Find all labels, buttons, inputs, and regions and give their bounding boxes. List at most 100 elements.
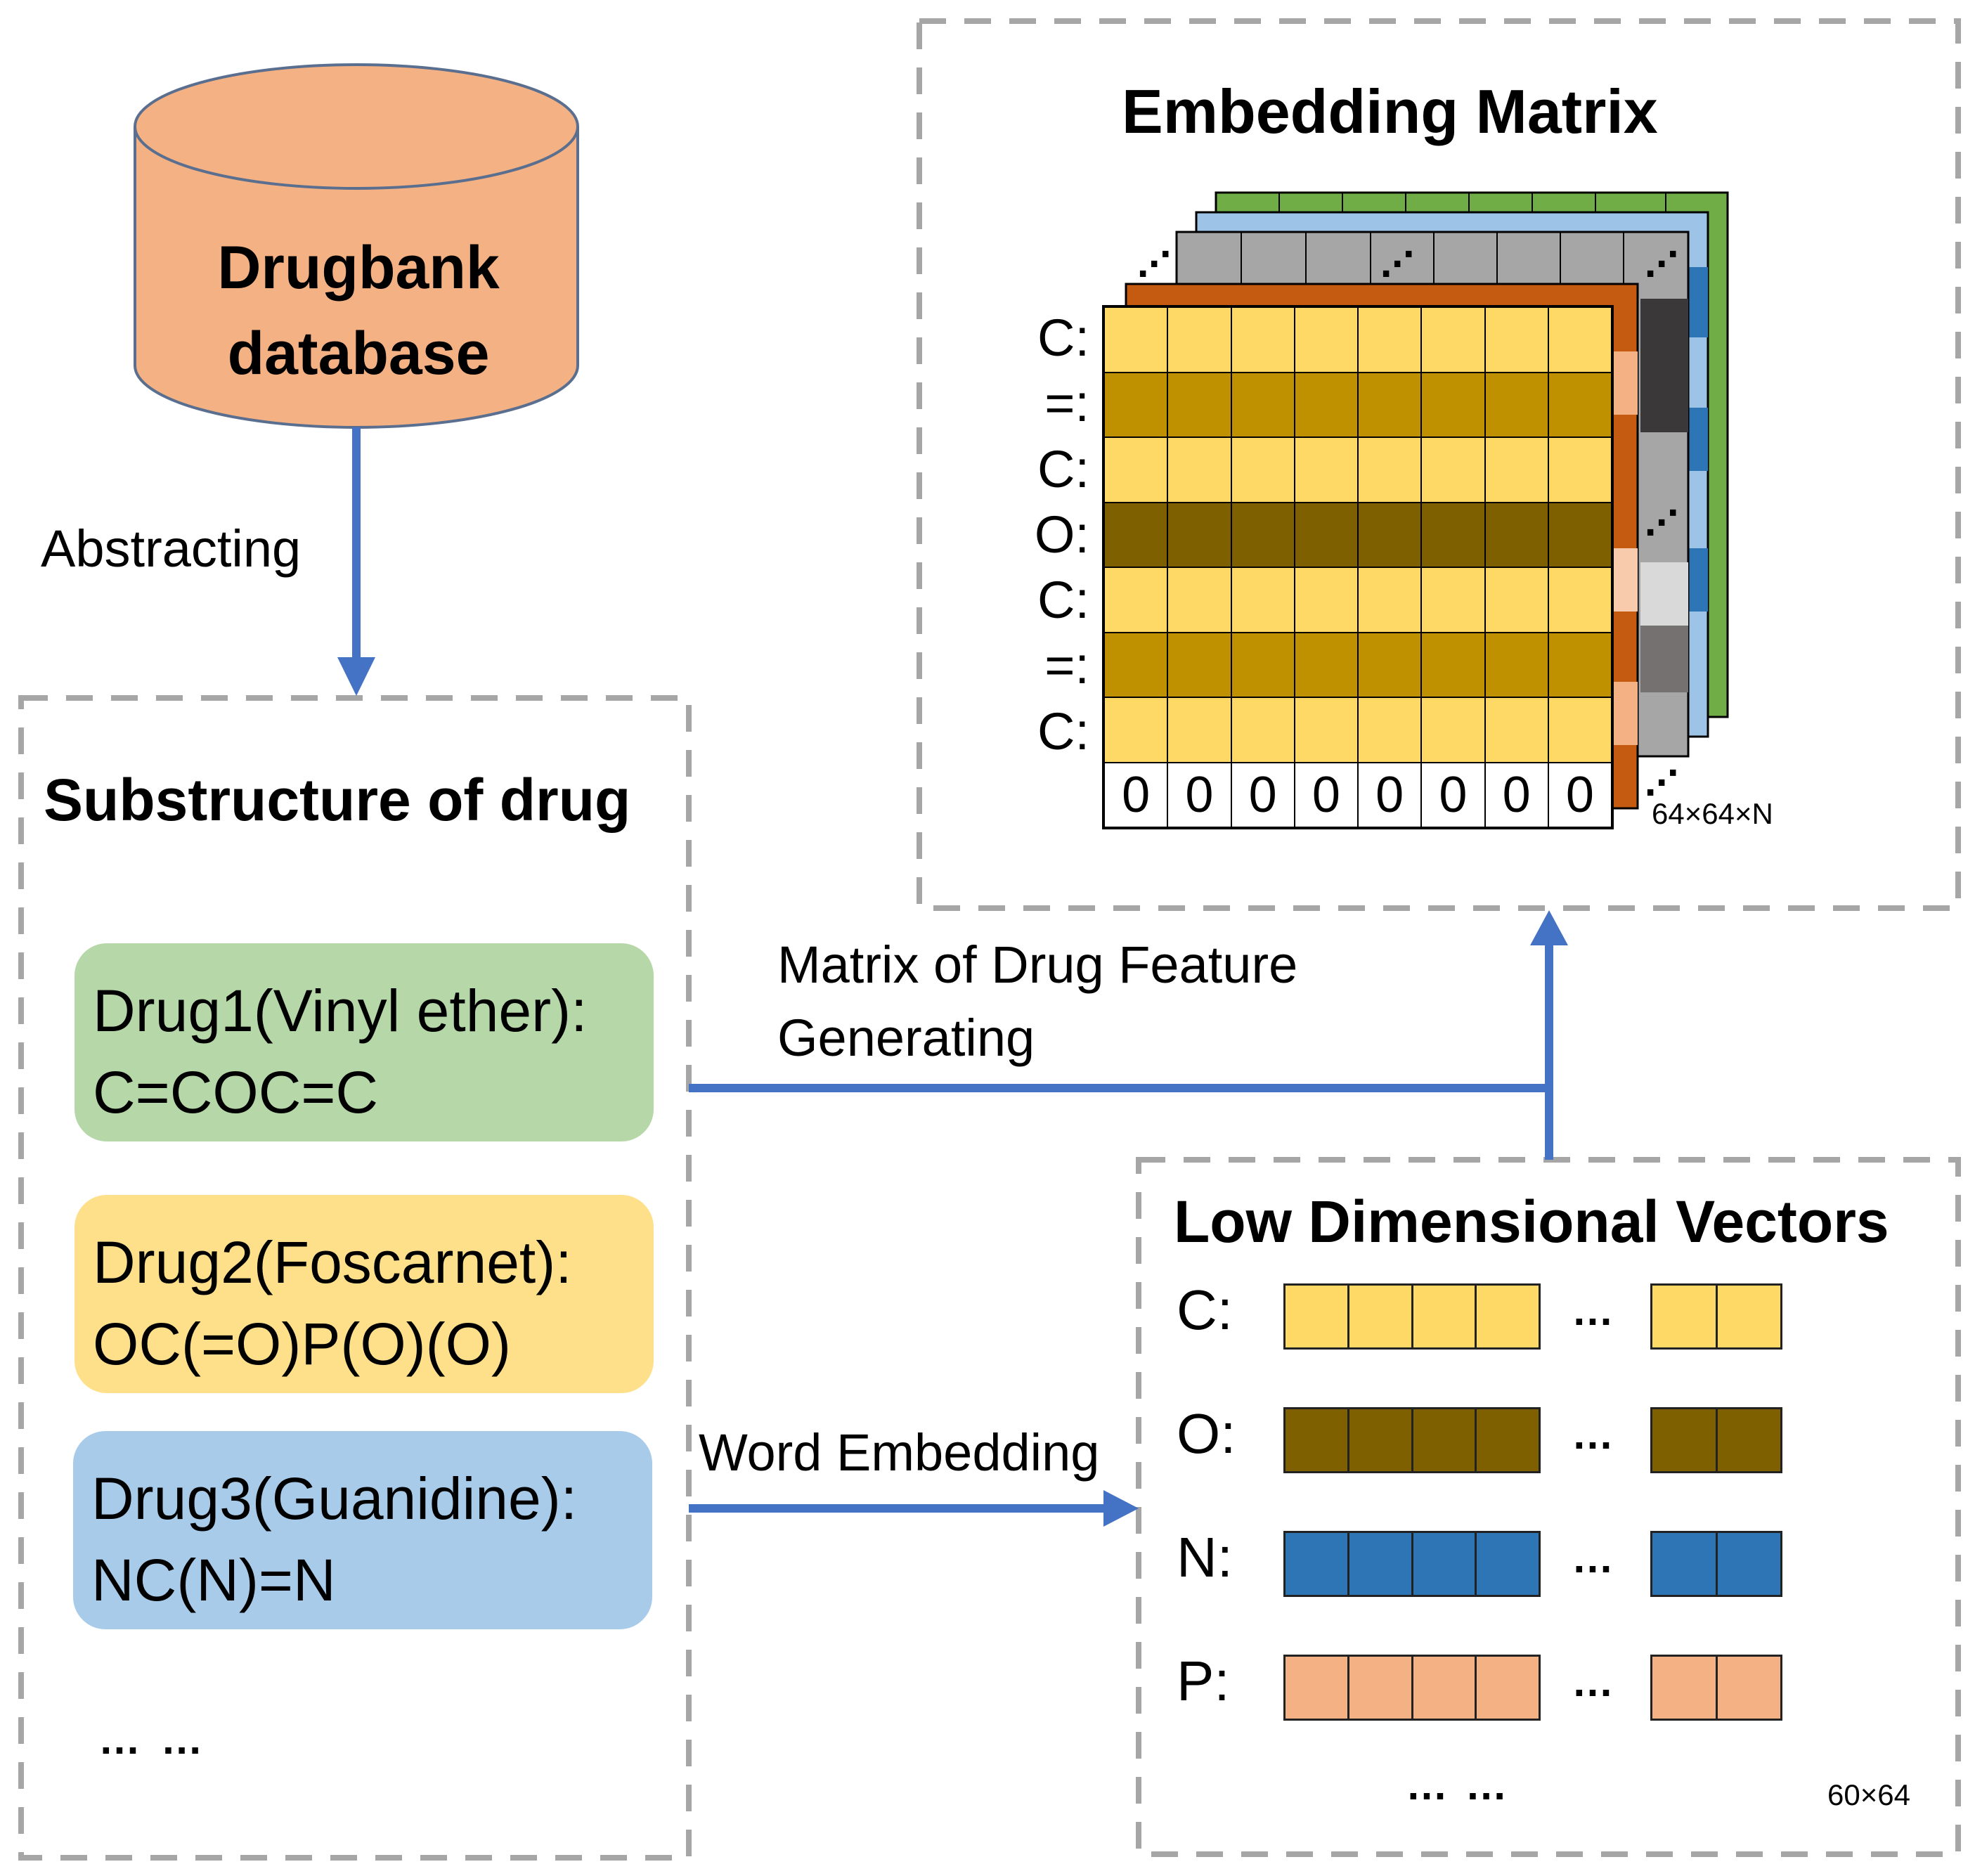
drug-card-3: Drug3(Guanidine): NC(N)=N xyxy=(73,1431,652,1629)
matrix-cell xyxy=(1231,307,1295,373)
vector-cell xyxy=(1349,1533,1413,1595)
vector-cell xyxy=(1717,1286,1780,1347)
vector-gap-ellipsis: … xyxy=(1572,1534,1617,1581)
matrix-cell xyxy=(1548,567,1612,633)
svg-text:⋰: ⋰ xyxy=(1137,246,1171,283)
matrix-padding-cell: 0 xyxy=(1104,762,1168,827)
vector-cell xyxy=(1652,1286,1718,1347)
more-drugs-ellipsis: … … xyxy=(98,1716,207,1763)
matrix-cell xyxy=(1104,697,1168,763)
matrix-cell xyxy=(1294,502,1358,567)
vector-cell xyxy=(1286,1657,1349,1719)
matrix-cell xyxy=(1294,372,1358,437)
matrix-cell xyxy=(1358,502,1422,567)
matrix-cell xyxy=(1167,567,1231,633)
vector-cell xyxy=(1477,1286,1539,1347)
matrix-cell xyxy=(1294,632,1358,697)
vector-row-label: P: xyxy=(1177,1650,1230,1712)
vector-cell xyxy=(1349,1409,1413,1471)
vector-cells-right xyxy=(1650,1531,1782,1597)
matrix-generating-label-line2: Generating xyxy=(777,1009,1035,1067)
matrix-cell xyxy=(1104,632,1168,697)
database-cylinder-icon xyxy=(134,63,579,429)
matrix-cell xyxy=(1484,437,1548,503)
matrix-cell xyxy=(1104,307,1168,373)
matrix-row-label: C: xyxy=(1037,439,1089,498)
matrix-cell xyxy=(1548,437,1612,503)
matrix-cell xyxy=(1358,632,1422,697)
matrix-cell xyxy=(1421,632,1485,697)
matrix-cell xyxy=(1104,567,1168,633)
vectors-panel-title: Low Dimensional Vectors xyxy=(1174,1189,1889,1255)
matrix-cell xyxy=(1358,567,1422,633)
vector-cells-left xyxy=(1283,1407,1541,1473)
vector-cell xyxy=(1717,1409,1780,1471)
vector-cell xyxy=(1477,1533,1539,1595)
matrix-cell xyxy=(1484,697,1548,763)
more-vectors-ellipsis: … … xyxy=(1406,1761,1510,1809)
matrix-cell xyxy=(1484,632,1548,697)
vector-cell xyxy=(1413,1657,1477,1719)
drug-name: Drug3(Guanidine): xyxy=(91,1466,578,1532)
matrix-row-label: C: xyxy=(1037,309,1089,367)
matrix-cell xyxy=(1294,697,1358,763)
drug-name: Drug2(Foscarnet): xyxy=(93,1229,572,1295)
matrix-cell xyxy=(1294,307,1358,373)
vector-cell xyxy=(1652,1533,1718,1595)
matrix-cell xyxy=(1421,697,1485,763)
vector-cells-left xyxy=(1283,1283,1541,1350)
matrix-cell xyxy=(1358,372,1422,437)
matrix-cell xyxy=(1231,567,1295,633)
vector-row-label: O: xyxy=(1177,1402,1236,1465)
matrix-padding-cell: 0 xyxy=(1231,762,1295,827)
svg-text:⋰: ⋰ xyxy=(1645,505,1678,542)
matrix-cell xyxy=(1294,437,1358,503)
vector-cell xyxy=(1286,1409,1349,1471)
matrix-padding-cell: 0 xyxy=(1548,762,1612,827)
matrix-row-label: C: xyxy=(1037,701,1089,761)
matrix-cell xyxy=(1421,307,1485,373)
vectors-dimension-label: 60×64 xyxy=(1827,1778,1910,1811)
matrix-padding-cell: 0 xyxy=(1294,762,1358,827)
matrix-cell xyxy=(1167,632,1231,697)
vector-cells-right xyxy=(1650,1655,1782,1721)
drug-smiles: C=COC=C xyxy=(93,1059,379,1125)
matrix-cell xyxy=(1167,372,1231,437)
database-label: Drugbank database xyxy=(141,225,576,396)
matrix-cell xyxy=(1484,567,1548,633)
matrix-padding-cell: 0 xyxy=(1358,762,1422,827)
vector-cells-right xyxy=(1650,1283,1782,1350)
database-label-line2: database xyxy=(227,320,490,387)
vector-cell xyxy=(1652,1657,1718,1719)
matrix-cell xyxy=(1358,307,1422,373)
abstracting-arrow xyxy=(337,427,375,696)
vector-cell xyxy=(1286,1533,1349,1595)
matrix-cell xyxy=(1167,307,1231,373)
matrix-cell xyxy=(1167,502,1231,567)
vector-cell xyxy=(1286,1286,1349,1347)
abstracting-label: Abstracting xyxy=(41,519,302,578)
matrix-cell xyxy=(1231,632,1295,697)
matrix-cell xyxy=(1104,437,1168,503)
matrix-cell xyxy=(1104,502,1168,567)
matrix-cell xyxy=(1548,307,1612,373)
matrix-row-label: =: xyxy=(1044,374,1089,433)
substructure-panel-border xyxy=(18,695,692,1861)
vector-cell xyxy=(1413,1286,1477,1347)
matrix-row-label: C: xyxy=(1037,571,1089,629)
embedding-dimension-label: 64×64×N xyxy=(1652,797,1773,830)
matrix-padding-cell: 0 xyxy=(1421,762,1485,827)
matrix-cell xyxy=(1548,502,1612,567)
matrix-cell xyxy=(1421,502,1485,567)
matrix-cell xyxy=(1231,502,1295,567)
matrix-cell xyxy=(1421,567,1485,633)
matrix-generating-arrow xyxy=(689,910,1568,1160)
svg-text:⋰: ⋰ xyxy=(1645,246,1678,283)
vector-cells-left xyxy=(1283,1655,1541,1721)
vector-cell xyxy=(1717,1657,1780,1719)
drug-smiles: NC(N)=N xyxy=(91,1547,336,1613)
drug-card-1: Drug1(Vinyl ether): C=COC=C xyxy=(75,943,654,1141)
matrix-row-label: =: xyxy=(1044,636,1089,695)
matrix-cell xyxy=(1548,372,1612,437)
matrix-cell xyxy=(1484,372,1548,437)
